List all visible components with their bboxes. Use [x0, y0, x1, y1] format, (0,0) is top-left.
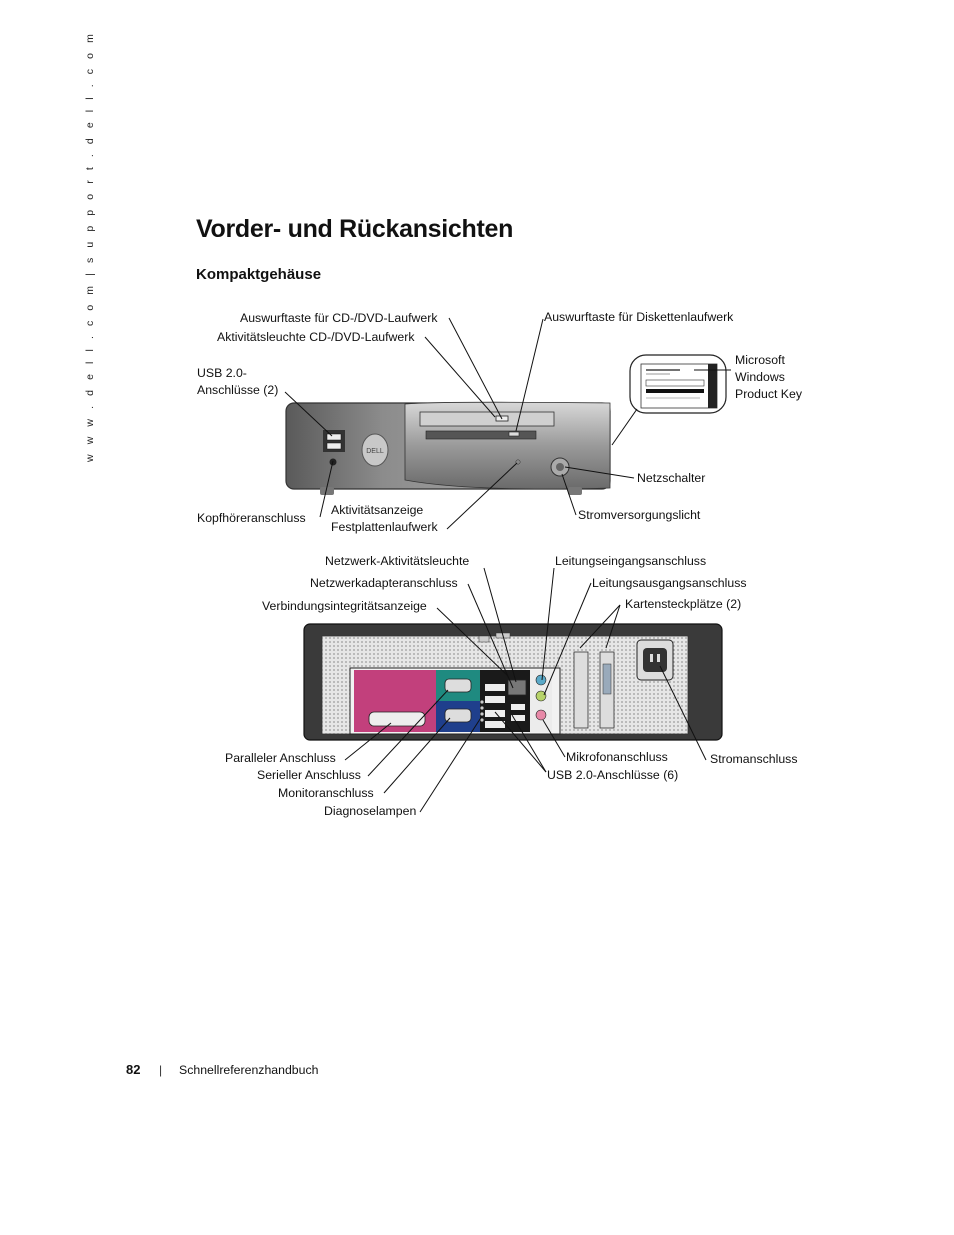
floppy-drive [425, 430, 537, 440]
page-title: Vorder- und Rückansichten [196, 215, 514, 243]
mic-jack [535, 709, 547, 721]
label-floppy-eject: Auswurftaste für Diskettenlaufwerk [544, 310, 734, 324]
label-power-light: Stromversorgungslicht [578, 508, 701, 522]
label-card-slots: Kartensteckplätze (2) [625, 597, 742, 611]
line-out-jack [535, 690, 547, 702]
diagnostic-led-2 [480, 706, 484, 710]
label-monitor: Monitoranschluss [278, 786, 374, 800]
page-number: 82 [126, 1062, 141, 1077]
card-slot-1 [573, 651, 589, 729]
diagnostic-led-1 [480, 700, 484, 704]
label-usb-front: USB 2.0- Anschlüsse (2) [197, 366, 279, 397]
front-view: DELL [285, 354, 727, 495]
section-subtitle: Kompaktgehäuse [196, 266, 322, 283]
diagnostic-led-4 [480, 718, 484, 722]
label-line-out: Leitungsausgangsanschluss [592, 576, 747, 590]
serial-port [444, 678, 472, 693]
diagnostic-led-3 [480, 712, 484, 716]
footer-book-title: Schnellreferenzhandbuch [179, 1063, 319, 1077]
label-power-connector: Stromanschluss [710, 752, 798, 766]
label-cd-eject: Auswurftaste für CD-/DVD-Laufwerk [240, 311, 438, 325]
label-network-activity: Netzwerk-Aktivitätsleuchte [325, 554, 470, 568]
front-foot-left [320, 487, 334, 495]
label-serial: Serieller Anschluss [257, 768, 361, 782]
label-parallel: Paralleler Anschluss [225, 751, 336, 765]
network-port [507, 679, 527, 696]
label-line-in: Leitungseingangsanschluss [555, 554, 707, 568]
label-cd-activity: Aktivitätsleuchte CD-/DVD-Laufwerk [217, 330, 415, 344]
dell-logo [361, 433, 389, 467]
leader-lines [284, 317, 731, 813]
label-headphone: Kopfhöreranschluss [197, 511, 306, 525]
back-view [303, 623, 723, 741]
label-product-key: Microsoft Windows Product Key [735, 353, 802, 401]
label-network-adapter: Netzwerkadapteranschluss [310, 576, 458, 590]
label-diagnostic: Diagnoselampen [324, 804, 417, 818]
label-link-integrity: Verbindungsintegritätsanzeige [262, 599, 427, 613]
label-power-button: Netzschalter [637, 471, 706, 485]
label-usb-back: USB 2.0-Anschlüsse (6) [547, 768, 679, 782]
usb-back-area-2 [510, 670, 530, 732]
label-hdd-activity: Aktivitätsanzeige Festplattenlaufwerk [331, 503, 438, 534]
line-in-jack [535, 674, 547, 686]
floppy-eject-button [508, 431, 520, 437]
front-foot-right [568, 487, 582, 495]
label-microphone: Mikrofonanschluss [566, 750, 668, 764]
optical-drive [419, 411, 555, 427]
vga-port [444, 708, 472, 723]
svg-text:DELL: DELL [366, 448, 384, 455]
footer-separator: | [159, 1063, 163, 1077]
parallel-port [368, 711, 426, 727]
